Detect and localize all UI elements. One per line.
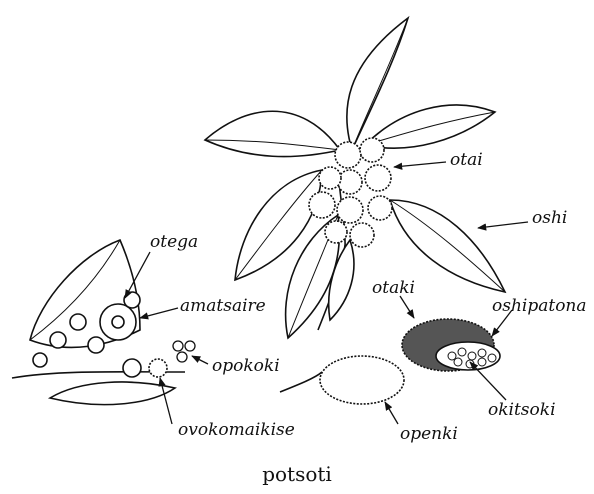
pointer-openki [385,402,398,424]
label-otaki: otaki [372,278,415,298]
label-okitsoki: okitsoki [488,400,556,420]
closed-fruit [320,356,404,404]
figure-caption: potsoti [0,462,594,486]
pointer-otaki [400,296,414,318]
pointer-ovokomaikise [160,378,172,424]
flowering-branch [12,240,185,405]
pointer-oshi [478,222,528,228]
label-openki: openki [400,424,458,444]
label-amatsaire: amatsaire [180,296,266,316]
pointer-opokoki [192,356,208,364]
label-otai: otai [450,150,483,170]
fruit-stalk [280,372,322,392]
leaf-upper-left [205,111,340,156]
label-opokoki: opokoki [212,356,280,376]
pointer-amatsaire [140,308,178,318]
flower-bud-cluster [149,359,167,377]
label-ovokomaikise: ovokomaikise [178,420,295,440]
fruit-detail [280,319,500,404]
label-oshi: oshi [532,208,567,228]
label-oshipatona: oshipatona [492,296,587,316]
label-otega: otega [150,232,198,252]
pollen-grains [173,341,195,362]
pointer-otai [394,162,446,167]
flower-leaf-lower [50,382,175,405]
